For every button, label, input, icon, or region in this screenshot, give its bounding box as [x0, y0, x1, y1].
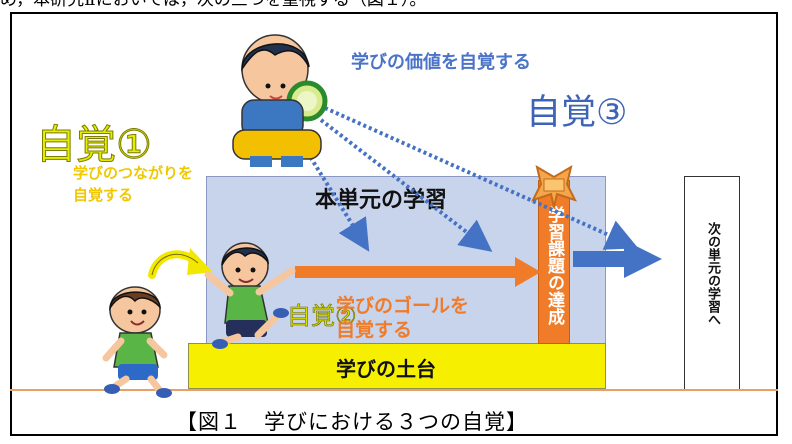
self-awareness-1-caption-line2: 自覚する	[73, 186, 134, 204]
current-unit-title: 本単元の学習	[315, 188, 448, 213]
next-unit-label: 次の単元の学習へ	[705, 222, 720, 326]
next-unit-box	[684, 176, 740, 390]
ground-line	[10, 389, 778, 391]
foundation-bar	[188, 343, 606, 389]
top-body-text: め，本研究Ⅱにおいては，次の三つを重視する（図１）。	[0, 0, 427, 10]
goal-pillar-label: 学習課題の達成	[544, 206, 564, 325]
figure-caption: 【図１ 学びにおける３つの自覚】	[176, 410, 528, 434]
self-awareness-2-caption-line1: 学びのゴールを	[336, 295, 470, 317]
self-awareness-1-caption-line1: 学びのつながりを	[73, 164, 194, 182]
foundation-label: 学びの土台	[336, 357, 436, 381]
self-awareness-1-caption: 学びのつながりを 自覚する	[73, 162, 193, 206]
self-awareness-2-caption-line2: 自覚する	[336, 319, 413, 341]
self-awareness-2-label: 自覚②	[287, 302, 357, 331]
self-awareness-2-caption: 学びのゴールを 自覚する	[336, 294, 469, 342]
goal-ribbon-icon	[531, 164, 577, 208]
self-awareness-3-label: 自覚③	[526, 93, 628, 133]
self-awareness-1-label: 自覚①	[36, 122, 153, 169]
self-awareness-3-caption: 学びの価値を自覚する	[351, 52, 531, 73]
